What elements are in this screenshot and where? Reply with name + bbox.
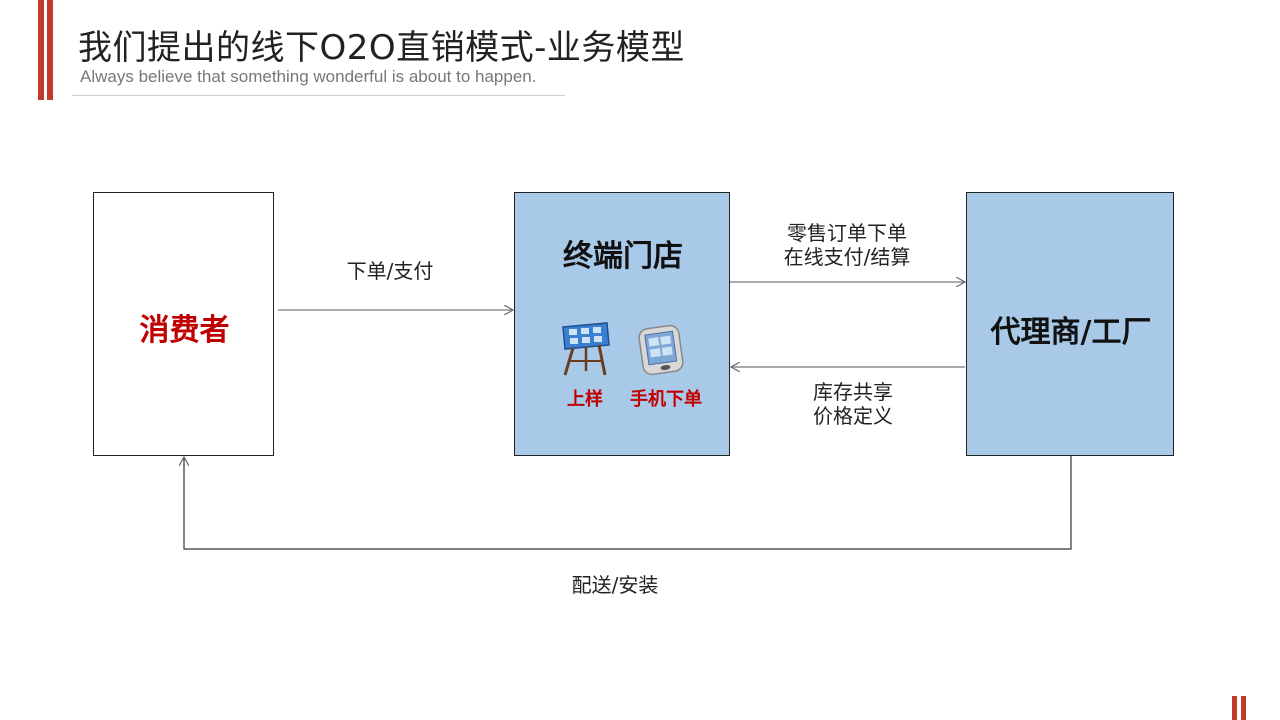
edge-label-retail-order-line1: 零售订单下单 [787,221,907,245]
accent-bar-right-1 [1232,696,1237,720]
edge-label-delivery: 配送/安装 [571,573,659,597]
accent-bar-left-1 [38,0,44,100]
page-subtitle: Always believe that something wonderful … [80,67,537,86]
consumer-label: 消费者 [139,313,230,348]
store-icon-label-sample: 上样 [567,389,603,410]
accent-bar-right-2 [1241,696,1246,720]
edge-label-inventory-line1: 库存共享 [813,380,893,404]
page-title: 我们提出的线下O2O直销模式-业务模型 [78,28,685,68]
edge-label-inventory-line2: 价格定义 [813,404,893,428]
display-stand-icon [559,321,611,377]
tablet-icon [637,324,689,377]
edge-label-inventory: 库存共享 价格定义 [753,380,953,428]
agent-node: 代理商/工厂 [966,192,1174,456]
edge-label-retail-order: 零售订单下单 在线支付/结算 [747,221,947,269]
consumer-node: 消费者 [93,192,274,456]
edge-label-retail-order-line2: 在线支付/结算 [783,245,911,269]
accent-bar-left-2 [47,0,53,100]
header-divider [72,95,565,96]
edge-agent-to-consumer [184,456,1072,550]
store-icon-label-mobile-order: 手机下单 [630,389,702,410]
store-node: 终端门店 上样 手机下单 [514,192,730,456]
agent-label: 代理商/工厂 [990,315,1152,350]
store-label: 终端门店 [563,239,683,274]
edge-label-order-pay: 下单/支付 [346,259,434,283]
